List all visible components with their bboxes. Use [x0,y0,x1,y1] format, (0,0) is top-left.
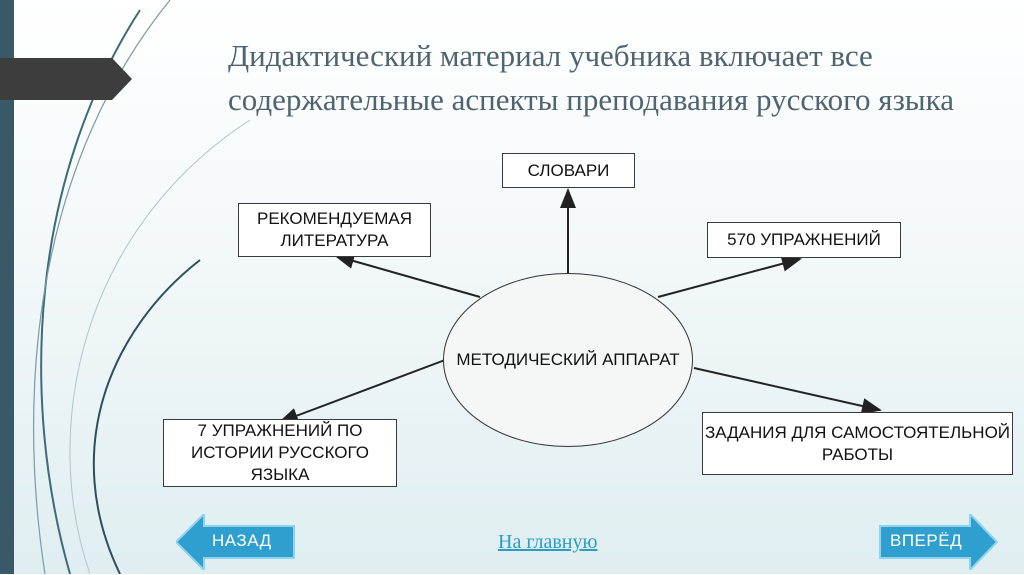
sidebar-strip [0,0,14,574]
node-independent-tasks: ЗАДАНИЯ ДЛЯ САМОСТОЯТЕЛЬНОЙ РАБОТЫ [702,412,1013,475]
arrow-right-icon [879,511,999,573]
back-button-label: НАЗАД [212,531,272,550]
arrow-left-icon [174,511,295,573]
forward-button[interactable]: ВПЕРЁД [878,511,999,573]
node-dictionaries: СЛОВАРИ [502,153,635,188]
slide-tab [0,58,132,100]
home-link[interactable]: На главную [498,531,598,553]
forward-button-label: ВПЕРЁД [890,531,963,550]
node-methodical-apparatus: МЕТОДИЧЕСКИЙ АППАРАТ [443,273,693,447]
slide-title: Дидактический материал учебника включает… [228,38,954,117]
node-history-exercises: 7 УПРАЖНЕНИЙ ПО ИСТОРИИ РУССКОГО ЯЗЫКА [163,419,397,487]
node-570-exercises: 570 УПРАЖНЕНИЙ [707,222,901,258]
node-recommended-literature: РЕКОМЕНДУЕМАЯ ЛИТЕРАТУРА [238,203,431,257]
back-button[interactable]: НАЗАД [174,511,296,573]
